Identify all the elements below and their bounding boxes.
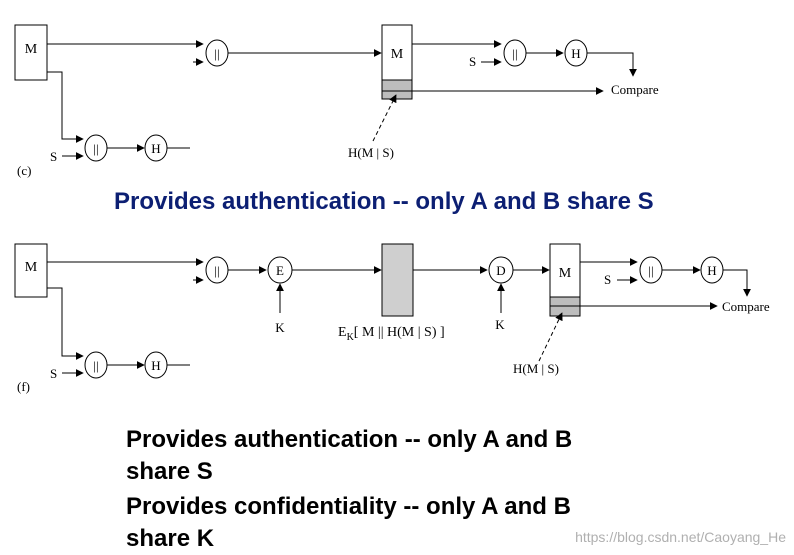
f-key-decrypt-label: K: [495, 317, 505, 332]
f-encrypt-label: E: [276, 263, 284, 278]
f-decrypt-label: D: [496, 263, 505, 278]
f-note-dashed-leader: [538, 312, 563, 362]
f-message-label: M: [25, 260, 38, 275]
diagram-f-text: M || E K EK[ M || H(M | S) ] D K || H S …: [17, 260, 770, 394]
f-hash-label: H: [151, 358, 160, 373]
f-key-encrypt-label: K: [275, 320, 285, 335]
caption-f-line-2: share S: [126, 458, 213, 485]
c-secret-label: S: [50, 149, 57, 164]
f-receiver-hash-to-compare: [723, 269, 751, 297]
f-concat2-label: ||: [93, 358, 98, 373]
caption-authentication-c: Provides authentication -- only A and B …: [114, 188, 654, 215]
caption-f-line-3: Provides confidentiality -- only A and B: [126, 493, 571, 520]
diagram-f: [14, 243, 751, 379]
f-recovered-message-label: M: [559, 266, 572, 281]
f-receiver-concat-label: ||: [648, 263, 653, 278]
c-note-dashed-leader: [372, 94, 397, 142]
f-diagram-label: (f): [17, 379, 30, 394]
caption-f-line-4: share K: [126, 525, 215, 552]
c-message-label: M: [25, 42, 38, 57]
c-receiver-concat-label: ||: [512, 46, 517, 61]
f-compare-label: Compare: [722, 299, 770, 314]
c-diagram-label: (c): [17, 163, 31, 178]
c-sent-hash-box: [381, 79, 413, 100]
caption-f-line-1: Provides authentication -- only A and B: [126, 426, 573, 453]
f-secret-label: S: [50, 366, 57, 381]
watermark: https://blog.csdn.net/Caoyang_He: [575, 529, 786, 545]
diagram-c-text: M || || H S (c) M S || H Compare H(M | S…: [17, 42, 659, 178]
f-hash-note: H(M | S): [513, 361, 559, 376]
f-message-box: [14, 243, 48, 298]
f-receiver-secret-label: S: [604, 272, 611, 287]
f-message-branch: [47, 287, 84, 360]
f-concat-label: ||: [214, 263, 219, 278]
f-receiver-hash-label: H: [707, 263, 716, 278]
c-receiver-hash-to-compare: [587, 52, 637, 77]
c-concat2-label: ||: [93, 141, 98, 156]
f-cipher-label: EK[ M || H(M | S) ]: [338, 325, 445, 343]
f-cipher-box: [381, 243, 414, 317]
c-message-branch: [47, 71, 84, 143]
c-compare-label: Compare: [611, 82, 659, 97]
c-hash-label: H: [151, 141, 160, 156]
c-sent-message-box: [381, 24, 413, 81]
c-receiver-secret-label: S: [469, 54, 476, 69]
c-concat-label: ||: [214, 46, 219, 61]
c-message-box: [14, 24, 48, 81]
c-hash-note: H(M | S): [348, 145, 394, 160]
c-sent-message-label: M: [391, 47, 404, 62]
c-receiver-hash-label: H: [571, 46, 580, 61]
diagram-c: [14, 24, 637, 162]
